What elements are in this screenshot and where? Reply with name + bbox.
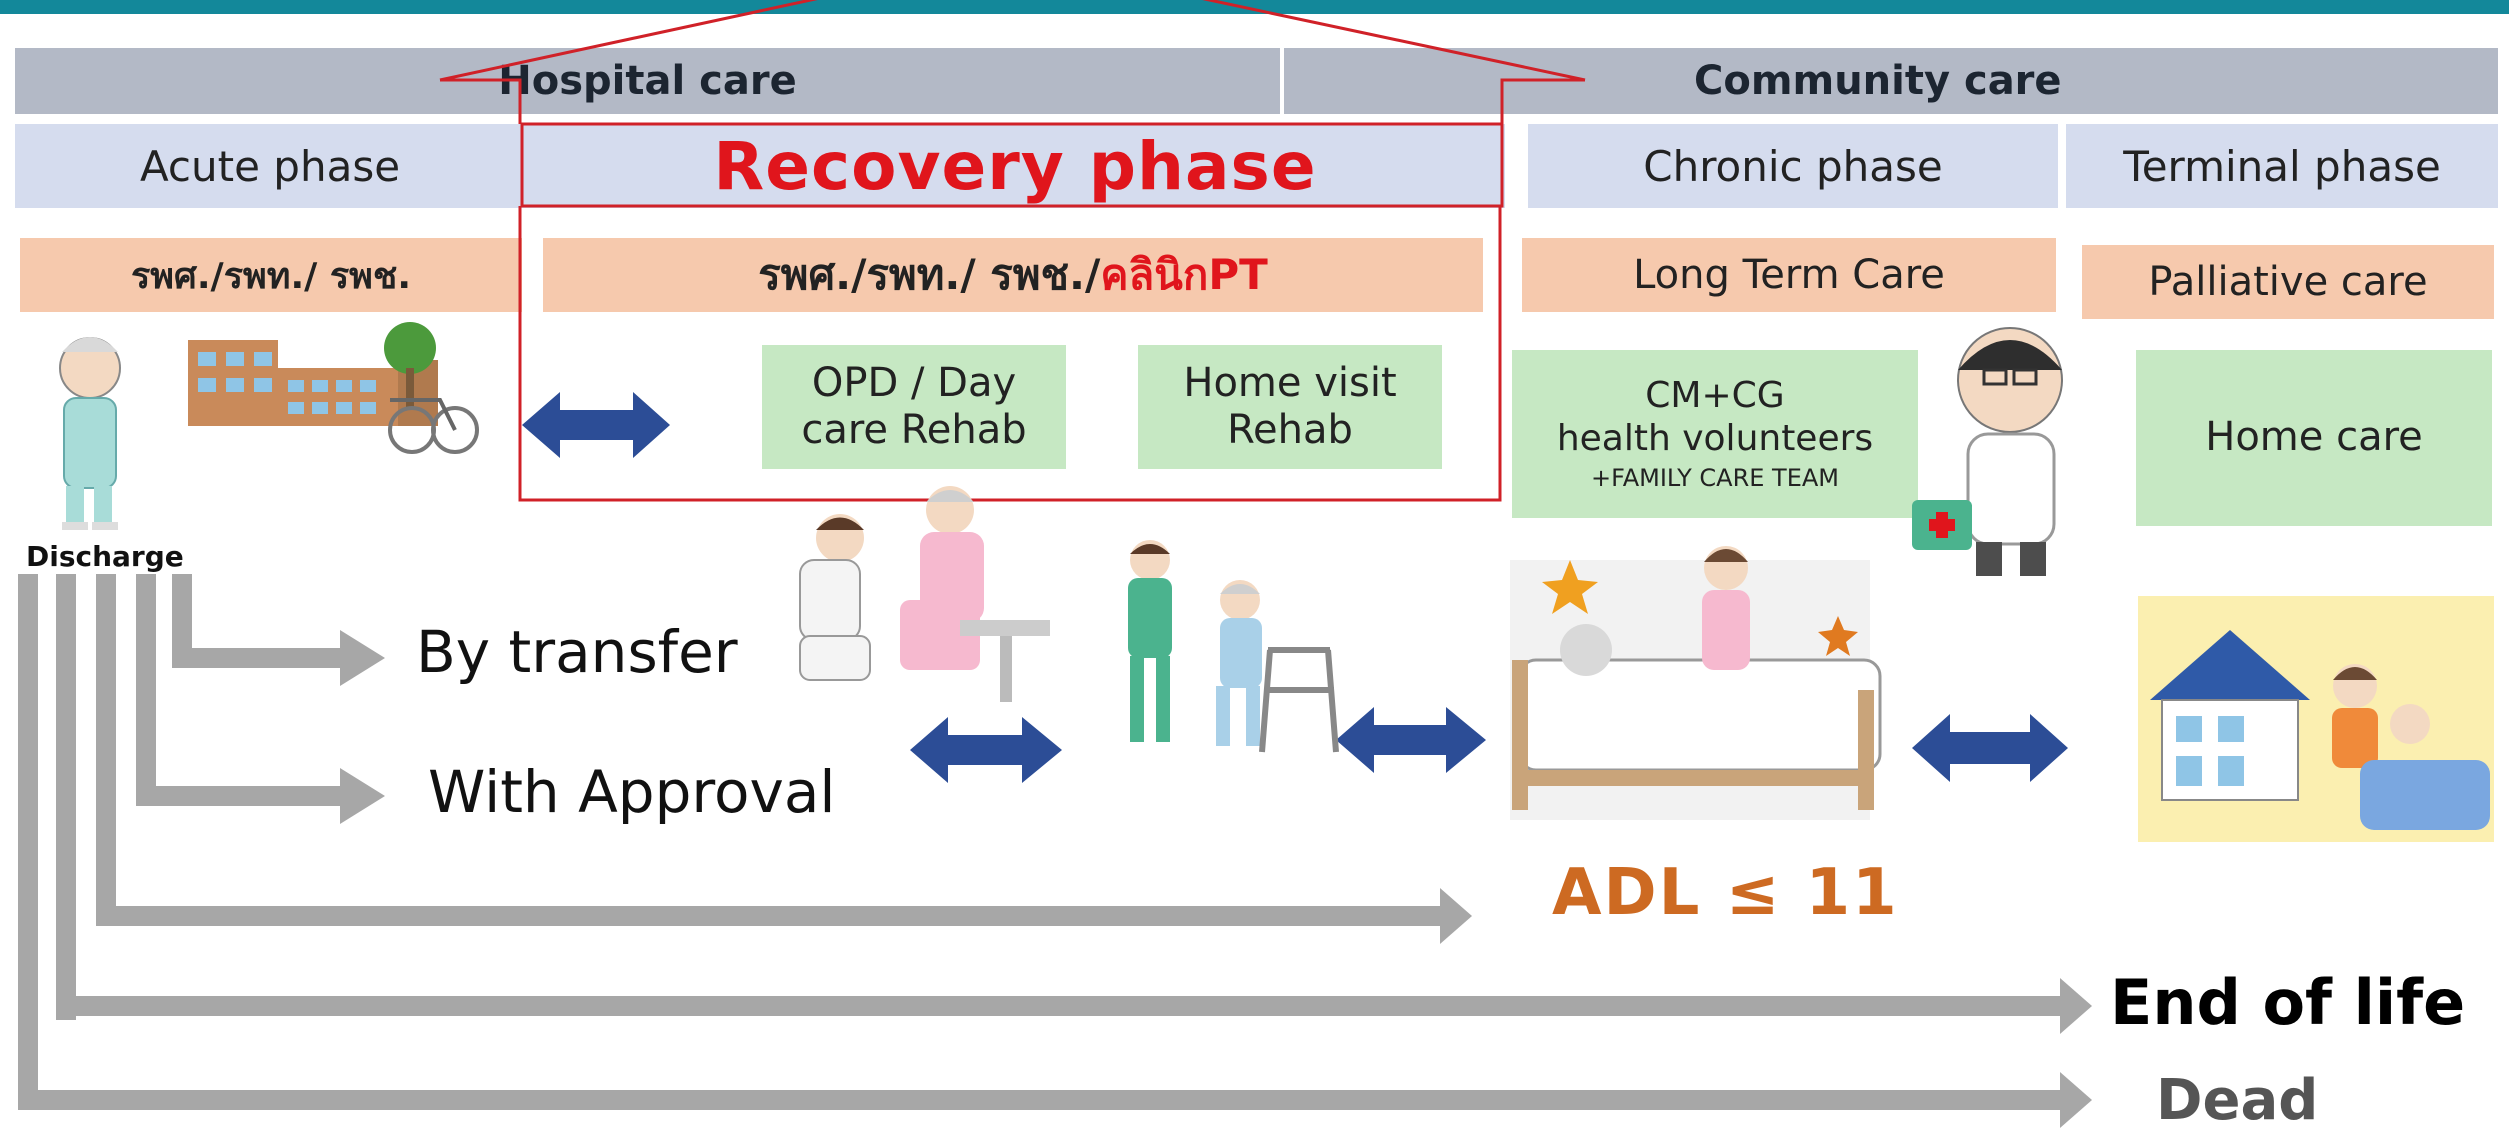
chronic-phase-label: Chronic phase [1643,141,1943,191]
recovery-phase-label: Recovery phase [713,127,1317,205]
double-arrow-2 [910,717,1062,783]
header-divider [1280,48,1284,114]
cm-line-3: +FAMILY CARE TEAM [1591,464,1839,493]
cm-cg-box: CM+CG health volunteers +FAMILY CARE TEA… [1512,350,1918,518]
by-transfer-text: By transfer [416,618,738,686]
hospital-illustration [188,322,479,454]
adl-label: ADL ≤ 11 [1552,856,1899,930]
hospital-care-label: Hospital care [498,58,797,104]
home-visit-line-1: Home visit [1183,359,1397,406]
doctor-illustration [1912,327,2063,576]
double-arrow-4 [1912,714,2068,782]
cm-line-2: health volunteers [1556,417,1874,459]
discharge-text: Discharge [26,540,184,573]
dead-label: Dead [2156,1068,2318,1133]
bedridden-illustration [1510,546,1882,820]
home-illustration [2138,596,2494,842]
home-care-label: Home care [2205,414,2423,461]
recovery-provider-box: รพศ./รพท./ รพช./คลินิกPT [543,238,1483,312]
opd-line-2: care Rehab [801,407,1027,453]
palliative-care-box: Palliative care [2082,245,2494,319]
home-visit-rehab-box: Home visit Rehab [1138,345,1442,469]
walker-illustration [1128,540,1339,753]
terminal-phase-cell: Terminal phase [2066,124,2498,208]
with-approval-label: With Approval [428,758,835,826]
with-approval-text: With Approval [428,758,836,826]
hospital-care-header: Hospital care [15,48,1280,114]
recovery-outline [439,0,1586,502]
acute-phase-cell: Acute phase [15,124,525,208]
chronic-phase-cell: Chronic phase [1528,124,2058,208]
therapist-illustration [799,486,1050,702]
flow-arrows [18,574,2092,1128]
recovery-provider-clinic: คลินิกPT [1100,250,1268,299]
community-care-header: Community care [1284,48,2498,114]
by-transfer-label: By transfer [416,618,738,686]
long-term-care-box: Long Term Care [1522,238,2056,312]
dead-text: Dead [2156,1068,2319,1133]
home-visit-line-2: Rehab [1227,407,1353,453]
long-term-care-label: Long Term Care [1633,252,1945,298]
palliative-care-label: Palliative care [2148,259,2428,305]
recovery-phase-cell: Recovery phase [525,124,1505,208]
end-of-life-text: End of life [2110,966,2466,1039]
double-arrow-1 [522,392,670,458]
opd-line-1: OPD / Day [811,359,1017,406]
discharge-label: Discharge [26,540,184,573]
acute-provider-box: รพศ./รพท./ รพช. [20,238,522,312]
cm-line-1: CM+CG [1645,375,1785,417]
acute-phase-label: Acute phase [139,141,401,191]
community-care-label: Community care [1694,58,2062,104]
patient-illustration [59,337,121,530]
opd-day-care-box: OPD / Day care Rehab [762,345,1066,469]
top-accent-line [0,0,2509,14]
end-of-life-label: End of life [2110,966,2465,1039]
terminal-phase-label: Terminal phase [2123,141,2441,191]
home-care-box: Home care [2136,350,2492,526]
acute-provider-label: รพศ./รพท./ รพช. [130,255,412,297]
recovery-provider-prefix: รพศ./รพท./ รพช./ [758,250,1101,299]
double-arrow-3 [1336,707,1486,773]
adl-text: ADL ≤ 11 [1552,856,1899,930]
